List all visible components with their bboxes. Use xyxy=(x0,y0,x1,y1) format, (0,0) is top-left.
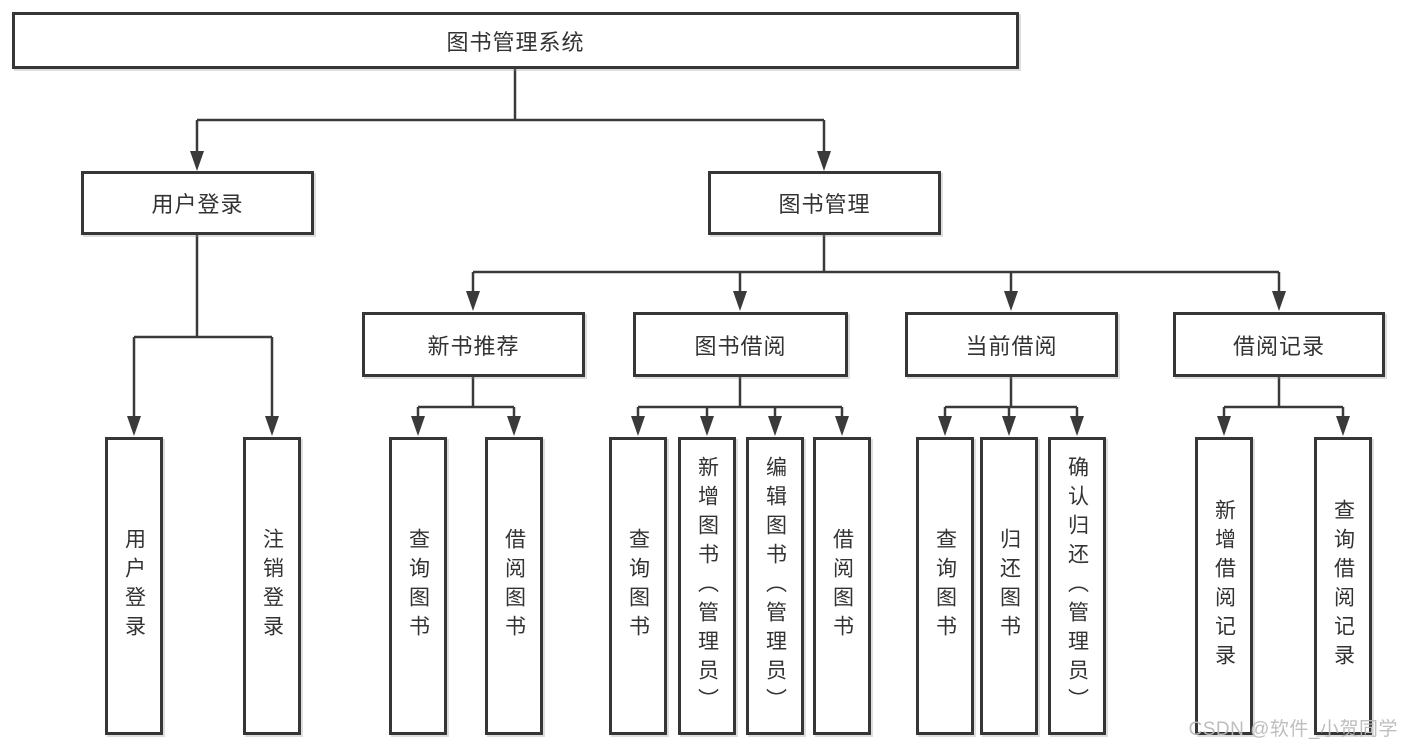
leaf-borrow-books-borrowing: 借阅图书 xyxy=(813,437,871,735)
node-new-book-recommend: 新书推荐 xyxy=(362,312,585,377)
leaf-borrow-books-borrowing-label: 借阅图书 xyxy=(830,528,854,644)
leaf-borrow-books-recommend: 借阅图书 xyxy=(485,437,543,735)
node-borrow-records-label: 借阅记录 xyxy=(1232,333,1325,359)
leaf-logout: 注销登录 xyxy=(243,437,301,735)
leaf-return-books-label: 归还图书 xyxy=(997,528,1021,644)
leaf-confirm-return-admin-label: 确认归还（管理员） xyxy=(1065,455,1089,717)
leaf-logout-label: 注销登录 xyxy=(260,528,284,644)
leaf-confirm-return-admin: 确认归还（管理员） xyxy=(1048,437,1106,735)
csdn-watermark: CSDN @软件_小贺同学 xyxy=(1188,719,1398,740)
node-borrow-records: 借阅记录 xyxy=(1173,312,1385,377)
node-new-book-recommend-label: 新书推荐 xyxy=(427,333,520,359)
node-book-borrowing-label: 图书借阅 xyxy=(694,333,787,359)
leaf-return-books: 归还图书 xyxy=(980,437,1038,735)
node-book-borrowing: 图书借阅 xyxy=(633,312,848,377)
leaf-query-books-current-label: 查询图书 xyxy=(933,528,957,644)
node-current-borrowing-label: 当前借阅 xyxy=(965,333,1058,359)
leaf-query-books-borrowing: 查询图书 xyxy=(609,437,667,735)
node-library-system: 图书管理系统 xyxy=(12,12,1019,69)
leaf-edit-book-admin-label: 编辑图书（管理员） xyxy=(763,455,787,717)
leaf-edit-book-admin: 编辑图书（管理员） xyxy=(746,437,804,735)
leaf-user-login: 用户登录 xyxy=(105,437,163,735)
node-user-login-label: 用户登录 xyxy=(151,192,244,217)
node-user-login: 用户登录 xyxy=(81,171,314,235)
leaf-query-borrow-record: 查询借阅记录 xyxy=(1314,437,1372,735)
leaf-add-book-admin: 新增图书（管理员） xyxy=(678,437,736,735)
leaf-query-borrow-record-label: 查询借阅记录 xyxy=(1331,499,1355,673)
leaf-query-books-current: 查询图书 xyxy=(916,437,974,735)
node-book-management-label: 图书管理 xyxy=(778,192,871,217)
leaf-query-books-recommend-label: 查询图书 xyxy=(406,528,430,644)
leaf-add-borrow-record: 新增借阅记录 xyxy=(1195,437,1253,735)
node-library-system-label: 图书管理系统 xyxy=(446,29,585,55)
node-book-management: 图书管理 xyxy=(708,171,941,235)
leaf-add-book-admin-label: 新增图书（管理员） xyxy=(695,455,719,717)
arrowheads xyxy=(127,151,1350,436)
leaf-add-borrow-record-label: 新增借阅记录 xyxy=(1212,499,1236,673)
leaf-query-books-recommend: 查询图书 xyxy=(389,437,447,735)
leaf-user-login-label: 用户登录 xyxy=(122,528,146,644)
node-current-borrowing: 当前借阅 xyxy=(905,312,1118,377)
leaf-query-books-borrowing-label: 查询图书 xyxy=(626,528,650,644)
leaf-borrow-books-recommend-label: 借阅图书 xyxy=(502,528,526,644)
